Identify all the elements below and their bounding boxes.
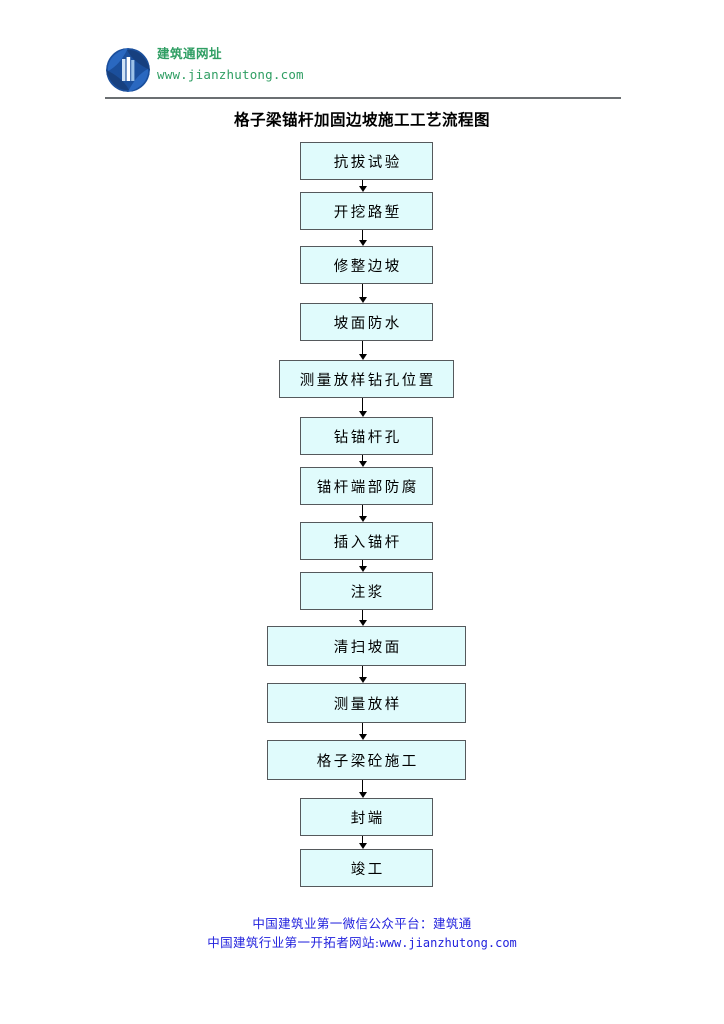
- flow-arrow-line: [361, 398, 364, 411]
- flow-arrow-head-icon: [358, 843, 367, 849]
- flow-arrow: [358, 610, 367, 626]
- flow-node: 注浆: [300, 572, 433, 610]
- flow-arrow: [358, 341, 367, 360]
- flow-arrow: [358, 780, 367, 798]
- flow-node-label: 钻锚杆孔: [333, 429, 402, 446]
- flow-arrow: [358, 455, 367, 467]
- flow-arrow-line: [361, 836, 364, 843]
- flow-arrow-line: [361, 230, 364, 240]
- footer-line-website: 中国建筑行业第一开拓者网站:www.jianzhutong.com: [0, 933, 724, 953]
- flow-arrow-head-icon: [358, 792, 367, 798]
- flow-node: 封端: [300, 798, 433, 836]
- flow-arrow-head-icon: [358, 677, 367, 683]
- flow-node: 测量放样: [267, 683, 466, 723]
- flow-node: 测量放样钻孔位置: [279, 360, 454, 398]
- flow-arrow-head-icon: [358, 461, 367, 467]
- flow-arrow: [358, 505, 367, 522]
- flow-node-label: 注浆: [350, 584, 385, 601]
- flow-arrow: [358, 666, 367, 683]
- footer-website-url: www.jianzhutong.com: [379, 936, 517, 950]
- flow-arrow-line: [361, 560, 364, 566]
- flow-node: 抗拔试验: [300, 142, 433, 180]
- flow-node-label: 竣工: [350, 861, 385, 878]
- flow-node-label: 坡面防水: [333, 315, 402, 332]
- flow-node-label: 插入锚杆: [333, 534, 402, 551]
- flow-node-label: 开挖路堑: [333, 204, 402, 221]
- flow-arrow-line: [361, 341, 364, 354]
- flow-arrow-head-icon: [358, 411, 367, 417]
- flow-node: 插入锚杆: [300, 522, 433, 560]
- flow-node-label: 测量放样钻孔位置: [299, 372, 436, 389]
- footer-website-prefix: 中国建筑行业第一开拓者网站:: [207, 935, 380, 950]
- header-divider: [105, 97, 621, 99]
- flow-arrow: [358, 230, 367, 246]
- flow-arrow: [358, 560, 367, 572]
- flow-node: 锚杆端部防腐: [300, 467, 433, 505]
- flow-arrow-line: [361, 723, 364, 734]
- flow-arrow-line: [361, 180, 364, 186]
- flow-node-label: 清扫坡面: [333, 639, 402, 656]
- flow-node: 修整边坡: [300, 246, 433, 284]
- flow-arrow-head-icon: [358, 354, 367, 360]
- flow-node: 格子梁砼施工: [267, 740, 466, 780]
- flow-node-label: 封端: [350, 810, 385, 827]
- flow-node: 坡面防水: [300, 303, 433, 341]
- page-footer: 中国建筑业第一微信公众平台：建筑通 中国建筑行业第一开拓者网站:www.jian…: [0, 914, 724, 953]
- footer-line-wechat: 中国建筑业第一微信公众平台：建筑通: [252, 916, 472, 931]
- flow-arrow-line: [361, 284, 364, 297]
- flow-arrow: [358, 723, 367, 740]
- flow-node: 钻锚杆孔: [300, 417, 433, 455]
- flow-node-label: 测量放样: [333, 696, 402, 713]
- flow-node: 清扫坡面: [267, 626, 466, 666]
- flow-node: 竣工: [300, 849, 433, 887]
- flow-node: 开挖路堑: [300, 192, 433, 230]
- flow-node-label: 格子梁砼施工: [316, 753, 419, 770]
- flow-arrow-head-icon: [358, 516, 367, 522]
- page-title: 格子梁锚杆加固边坡施工工艺流程图: [233, 111, 490, 129]
- flow-arrow-head-icon: [358, 734, 367, 740]
- flow-arrow-line: [361, 455, 364, 461]
- flow-arrow-line: [361, 610, 364, 620]
- flow-arrow: [358, 180, 367, 192]
- flow-arrow-head-icon: [358, 186, 367, 192]
- flow-arrow-head-icon: [358, 620, 367, 626]
- jianzhutong-swirl-logo-icon: [105, 47, 151, 93]
- flow-arrow-line: [361, 505, 364, 516]
- flow-arrow-line: [361, 780, 364, 792]
- brand-text-block: 建筑通网址 www.jianzhutong.com: [157, 44, 577, 86]
- flow-arrow: [358, 836, 367, 849]
- flow-arrow-head-icon: [358, 240, 367, 246]
- flow-arrow: [358, 284, 367, 303]
- site-header: 建筑通网址 www.jianzhutong.com: [105, 44, 625, 100]
- flow-node-label: 修整边坡: [333, 258, 402, 275]
- flow-node-label: 抗拔试验: [333, 154, 402, 171]
- flow-arrow-head-icon: [358, 297, 367, 303]
- brand-url: www.jianzhutong.com: [157, 67, 304, 82]
- flow-arrow-head-icon: [358, 566, 367, 572]
- flow-node-label: 锚杆端部防腐: [316, 479, 419, 496]
- flow-arrow: [358, 398, 367, 417]
- brand-name: 建筑通网址: [157, 46, 223, 61]
- flow-arrow-line: [361, 666, 364, 677]
